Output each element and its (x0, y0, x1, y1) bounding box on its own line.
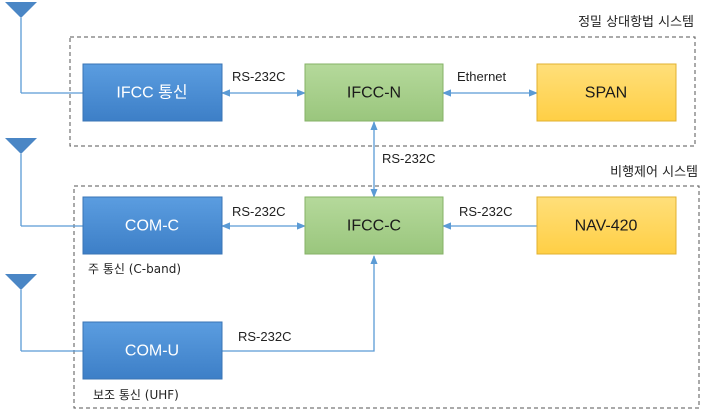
link-label: RS-232C (382, 151, 435, 166)
antenna-icon (5, 2, 83, 94)
precision-nav-group-title: 정밀 상대항법 시스템 (578, 15, 694, 30)
flight-control-group (73, 185, 700, 409)
flight-control-group-title: 비행제어 시스템 (610, 164, 698, 180)
link-label: RS-232C (232, 69, 285, 84)
link-label: RS-232C (232, 204, 285, 219)
precision-nav-group (69, 36, 696, 147)
node-ifcc-c: IFCC-C (304, 196, 444, 255)
antenna-icon (5, 274, 83, 352)
svg-text:IFCC 통신: IFCC 통신 (116, 84, 187, 102)
caption-com-u: 보조 통신 (UHF) (93, 388, 179, 402)
link-label: RS-232C (459, 204, 512, 219)
svg-text:SPAN: SPAN (585, 85, 627, 102)
caption-com-c: 주 통신 (C-band) (88, 262, 181, 276)
link-label: RS-232C (238, 329, 291, 344)
node-nav-420: NAV-420 (536, 196, 677, 255)
link-com-u-ifcc-c (222, 255, 378, 352)
link-label: Ethernet (457, 69, 507, 84)
svg-text:COM-C: COM-C (125, 218, 179, 235)
svg-text:NAV-420: NAV-420 (575, 218, 638, 235)
node-ifcc-comm: IFCC 통신 (82, 63, 223, 122)
node-ifcc-n: IFCC-N (304, 63, 444, 122)
svg-text:IFCC-C: IFCC-C (347, 218, 401, 235)
antenna-icon (5, 138, 83, 227)
node-span: SPAN (536, 63, 677, 122)
svg-text:COM-U: COM-U (125, 343, 179, 360)
node-com-u: COM-U (82, 321, 223, 380)
node-com-c: COM-C (82, 196, 223, 255)
svg-text:IFCC-N: IFCC-N (347, 85, 401, 102)
